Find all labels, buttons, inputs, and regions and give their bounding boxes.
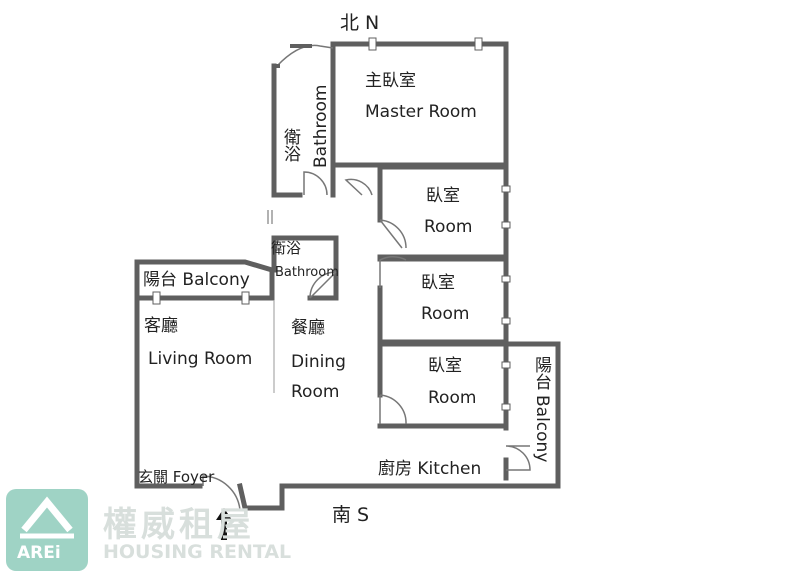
- logo-badge-text: AREi: [17, 543, 61, 563]
- windows: [152, 37, 511, 411]
- south-label: 南 S: [332, 504, 370, 526]
- dining-room-en-2: Room: [291, 382, 340, 402]
- living-room-en: Living Room: [148, 349, 253, 369]
- logo-name-zh: 權威租屋: [103, 505, 255, 545]
- room1-en: Room: [424, 217, 473, 237]
- logo-name-en: HOUSING RENTAL: [103, 541, 292, 563]
- dining-room-en-1: Dining: [291, 352, 346, 372]
- room3-en: Room: [428, 388, 477, 408]
- room2-en: Room: [421, 304, 470, 324]
- north-label: 北 N: [340, 12, 380, 34]
- kitchen-label: 廚房 Kitchen: [378, 459, 482, 479]
- doors: [202, 171, 531, 511]
- bath1-en: Bathroom: [311, 84, 331, 169]
- room2-zh: 臥室: [421, 273, 455, 293]
- living-room-zh: 客廳: [144, 316, 178, 336]
- balcony-left-label: 陽台 Balcony: [143, 270, 250, 290]
- master-room-en: Master Room: [365, 102, 477, 122]
- arei-logo-icon: [6, 489, 88, 571]
- walls: [134, 41, 561, 511]
- balcony-right-zh: 陽台: [531, 356, 551, 390]
- bath1-zh: 衛浴: [280, 128, 300, 162]
- master-room-zh: 主臥室: [365, 71, 416, 91]
- dining-room-zh: 餐廳: [291, 318, 325, 338]
- room3-zh: 臥室: [428, 356, 462, 376]
- balcony-right-en: Balcony: [532, 395, 552, 463]
- bath2-en: Bathroom: [275, 265, 339, 280]
- room1-zh: 臥室: [426, 186, 460, 206]
- bath2-zh: 衛浴: [271, 239, 302, 257]
- foyer-label: 玄關 Foyer: [138, 468, 215, 486]
- bath1-curved-window: [276, 44, 334, 67]
- entrance-arrow-icon: [216, 508, 232, 540]
